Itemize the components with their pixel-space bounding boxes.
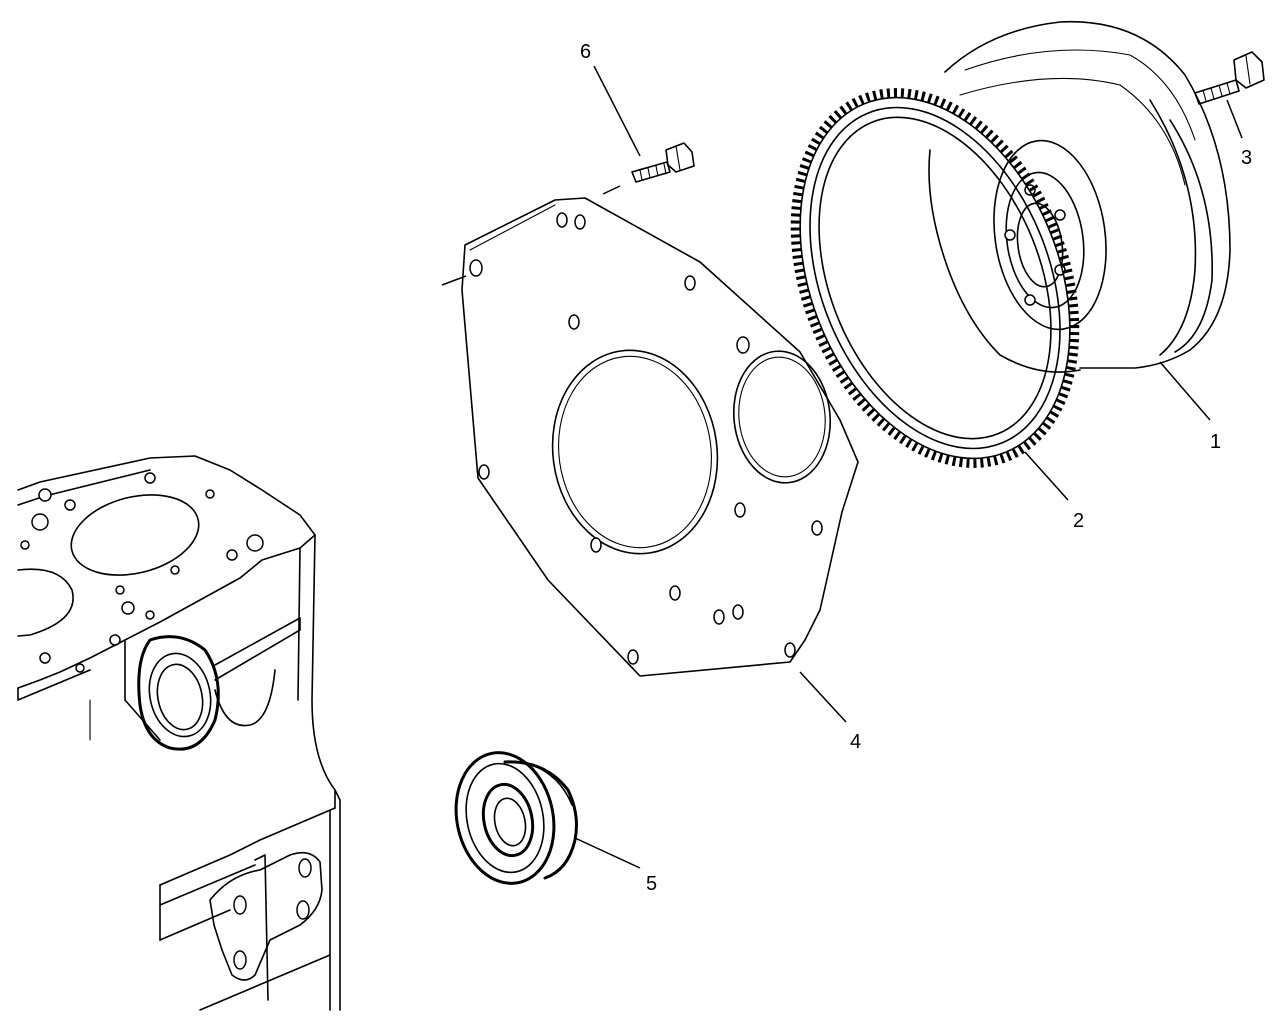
adapter-plate-part-4 <box>461 197 859 677</box>
leader-lines <box>574 65 1243 869</box>
flywheel-part-1 <box>928 20 1231 373</box>
oil-seal-part-5 <box>454 751 578 885</box>
callout-label-1: 1 <box>1210 431 1221 453</box>
bolt-part-6 <box>602 142 695 195</box>
callout-label-6: 6 <box>580 41 591 63</box>
ring-gear-part-2 <box>790 88 1080 468</box>
alignment-line <box>441 275 467 286</box>
callout-label-2: 2 <box>1073 510 1084 532</box>
callout-label-5: 5 <box>646 873 657 895</box>
callout-label-4: 4 <box>850 731 861 753</box>
callout-label-3: 3 <box>1241 147 1252 169</box>
engine-block <box>17 455 341 1011</box>
bolt-part-3 <box>1194 51 1265 105</box>
